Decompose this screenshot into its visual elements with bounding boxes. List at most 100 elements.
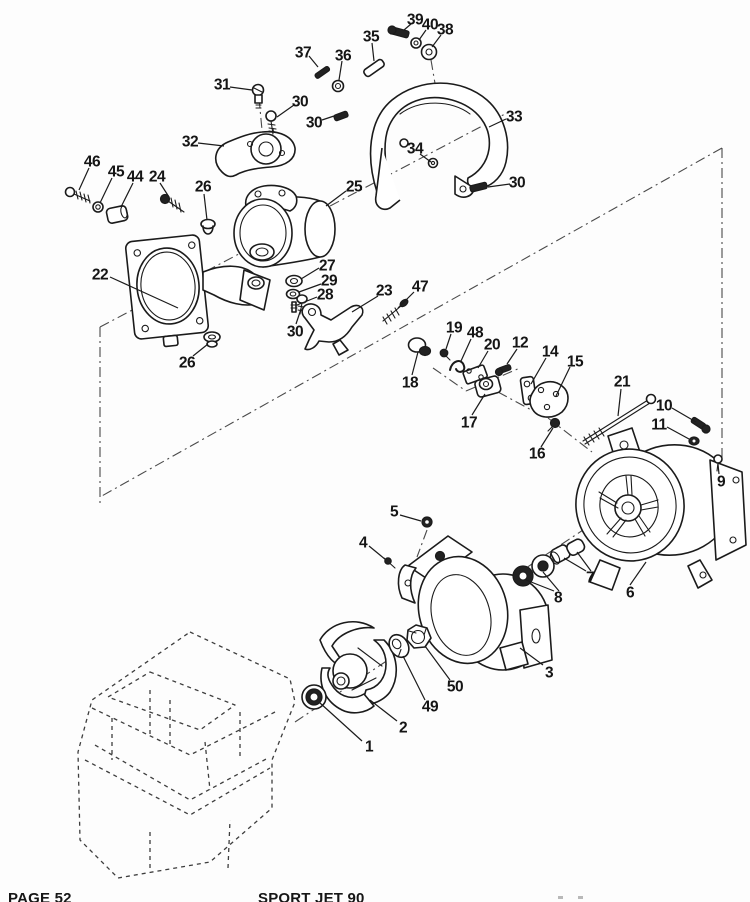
part-shift-bracket xyxy=(301,298,409,356)
callout-44: 44 xyxy=(127,169,144,186)
callout-23: 23 xyxy=(376,283,393,300)
callout-50-leader xyxy=(424,645,451,681)
callout-22: 22 xyxy=(92,267,108,284)
callout-46: 46 xyxy=(84,154,101,171)
callout-40-leader xyxy=(418,29,427,41)
callout-14: 14 xyxy=(542,344,559,361)
callout-35-leader xyxy=(371,42,375,62)
callout-30-leader xyxy=(295,308,302,325)
callout-35: 35 xyxy=(363,29,380,46)
callout-1: 1 xyxy=(365,739,374,756)
callout-30: 30 xyxy=(292,94,308,111)
callout-3: 3 xyxy=(545,665,554,682)
callout-3-leader xyxy=(519,647,544,666)
callout-8-leader xyxy=(525,579,555,592)
callout-17-leader xyxy=(471,393,486,416)
callout-47: 47 xyxy=(412,279,428,296)
footer-right-faint-marks xyxy=(578,896,583,899)
callout-32: 32 xyxy=(182,134,198,151)
callout-20: 20 xyxy=(484,337,500,354)
callout-24: 24 xyxy=(149,169,166,186)
callout-30-leader xyxy=(487,183,511,188)
callout-45: 45 xyxy=(108,164,125,181)
callout-46-leader xyxy=(78,167,90,191)
callout-29: 29 xyxy=(321,273,338,290)
callout-33: 33 xyxy=(506,109,523,126)
callout-30-leader xyxy=(321,115,335,121)
callout-9-leader xyxy=(717,463,720,475)
callout-36: 36 xyxy=(335,48,352,65)
callout-21-leader xyxy=(617,388,622,417)
callout-30: 30 xyxy=(306,115,322,132)
callout-30: 30 xyxy=(287,324,303,341)
part-impeller-nut xyxy=(406,624,432,649)
linkage-cluster xyxy=(407,337,569,432)
callout-19-leader xyxy=(445,333,452,350)
callout-36-leader xyxy=(338,60,343,81)
callout-7-leader xyxy=(563,557,587,572)
callout-48: 48 xyxy=(467,325,484,342)
callout-20-leader xyxy=(477,350,489,369)
part-tie-rod-and-bolts xyxy=(582,393,723,472)
callout-layer: 1249503458769111021161514122048191817472… xyxy=(78,12,726,756)
callout-8-leader xyxy=(542,571,560,592)
callout-6: 6 xyxy=(626,585,635,602)
callout-4: 4 xyxy=(359,535,368,552)
callout-4-leader xyxy=(368,545,387,561)
fastener-group-mid xyxy=(285,274,308,315)
callout-31: 31 xyxy=(214,77,231,94)
callout-16: 16 xyxy=(529,446,546,463)
callout-26: 26 xyxy=(179,355,196,372)
callout-12-leader xyxy=(506,348,518,365)
footer-right-faint-marks xyxy=(558,896,563,899)
callout-14-leader xyxy=(530,357,547,385)
callout-28: 28 xyxy=(317,287,334,304)
callout-25-leader xyxy=(325,190,347,207)
callout-7: 7 xyxy=(586,570,594,587)
fastener-group-upper-left xyxy=(64,186,221,348)
callout-45-leader xyxy=(99,177,113,204)
callout-10-leader xyxy=(671,407,697,423)
callout-30: 30 xyxy=(509,175,525,192)
callout-18: 18 xyxy=(402,375,419,392)
callout-15: 15 xyxy=(567,354,584,371)
callout-1-leader xyxy=(319,702,363,742)
callout-38-leader xyxy=(431,34,442,48)
callout-50: 50 xyxy=(447,679,463,696)
callout-40: 40 xyxy=(422,17,438,34)
callout-49-leader xyxy=(402,655,426,701)
callout-12: 12 xyxy=(512,335,528,352)
callout-34: 34 xyxy=(407,141,424,158)
callout-34-leader xyxy=(419,153,432,163)
callout-9: 9 xyxy=(717,474,726,491)
callout-47-leader xyxy=(397,291,415,309)
callout-26: 26 xyxy=(195,179,212,196)
callout-29-leader xyxy=(298,283,322,293)
callout-5-leader xyxy=(399,514,422,522)
callout-49: 49 xyxy=(422,699,439,716)
callout-11-leader xyxy=(666,426,690,440)
callout-18-leader xyxy=(411,351,419,376)
callout-44-leader xyxy=(120,182,134,208)
footer-model-name: SPORT JET 90 xyxy=(258,890,365,902)
callout-11: 11 xyxy=(651,417,667,434)
callout-37: 37 xyxy=(295,45,311,62)
part-bearing-carrier xyxy=(383,516,586,671)
part-stator-housing xyxy=(575,427,747,591)
callout-31-leader xyxy=(229,86,253,91)
callout-7-leader xyxy=(576,551,592,572)
callout-33-leader xyxy=(488,118,507,128)
callout-32-leader xyxy=(197,142,225,147)
callout-38: 38 xyxy=(437,22,454,39)
callout-25: 25 xyxy=(346,179,363,196)
callout-17: 17 xyxy=(461,415,477,432)
callout-26-leader xyxy=(192,343,209,357)
callout-19: 19 xyxy=(446,320,463,337)
callout-6-leader xyxy=(629,561,647,586)
callout-39: 39 xyxy=(407,12,424,29)
callout-2-leader xyxy=(369,699,398,722)
callout-28-leader xyxy=(296,296,318,306)
part-steering-plate xyxy=(215,130,296,178)
